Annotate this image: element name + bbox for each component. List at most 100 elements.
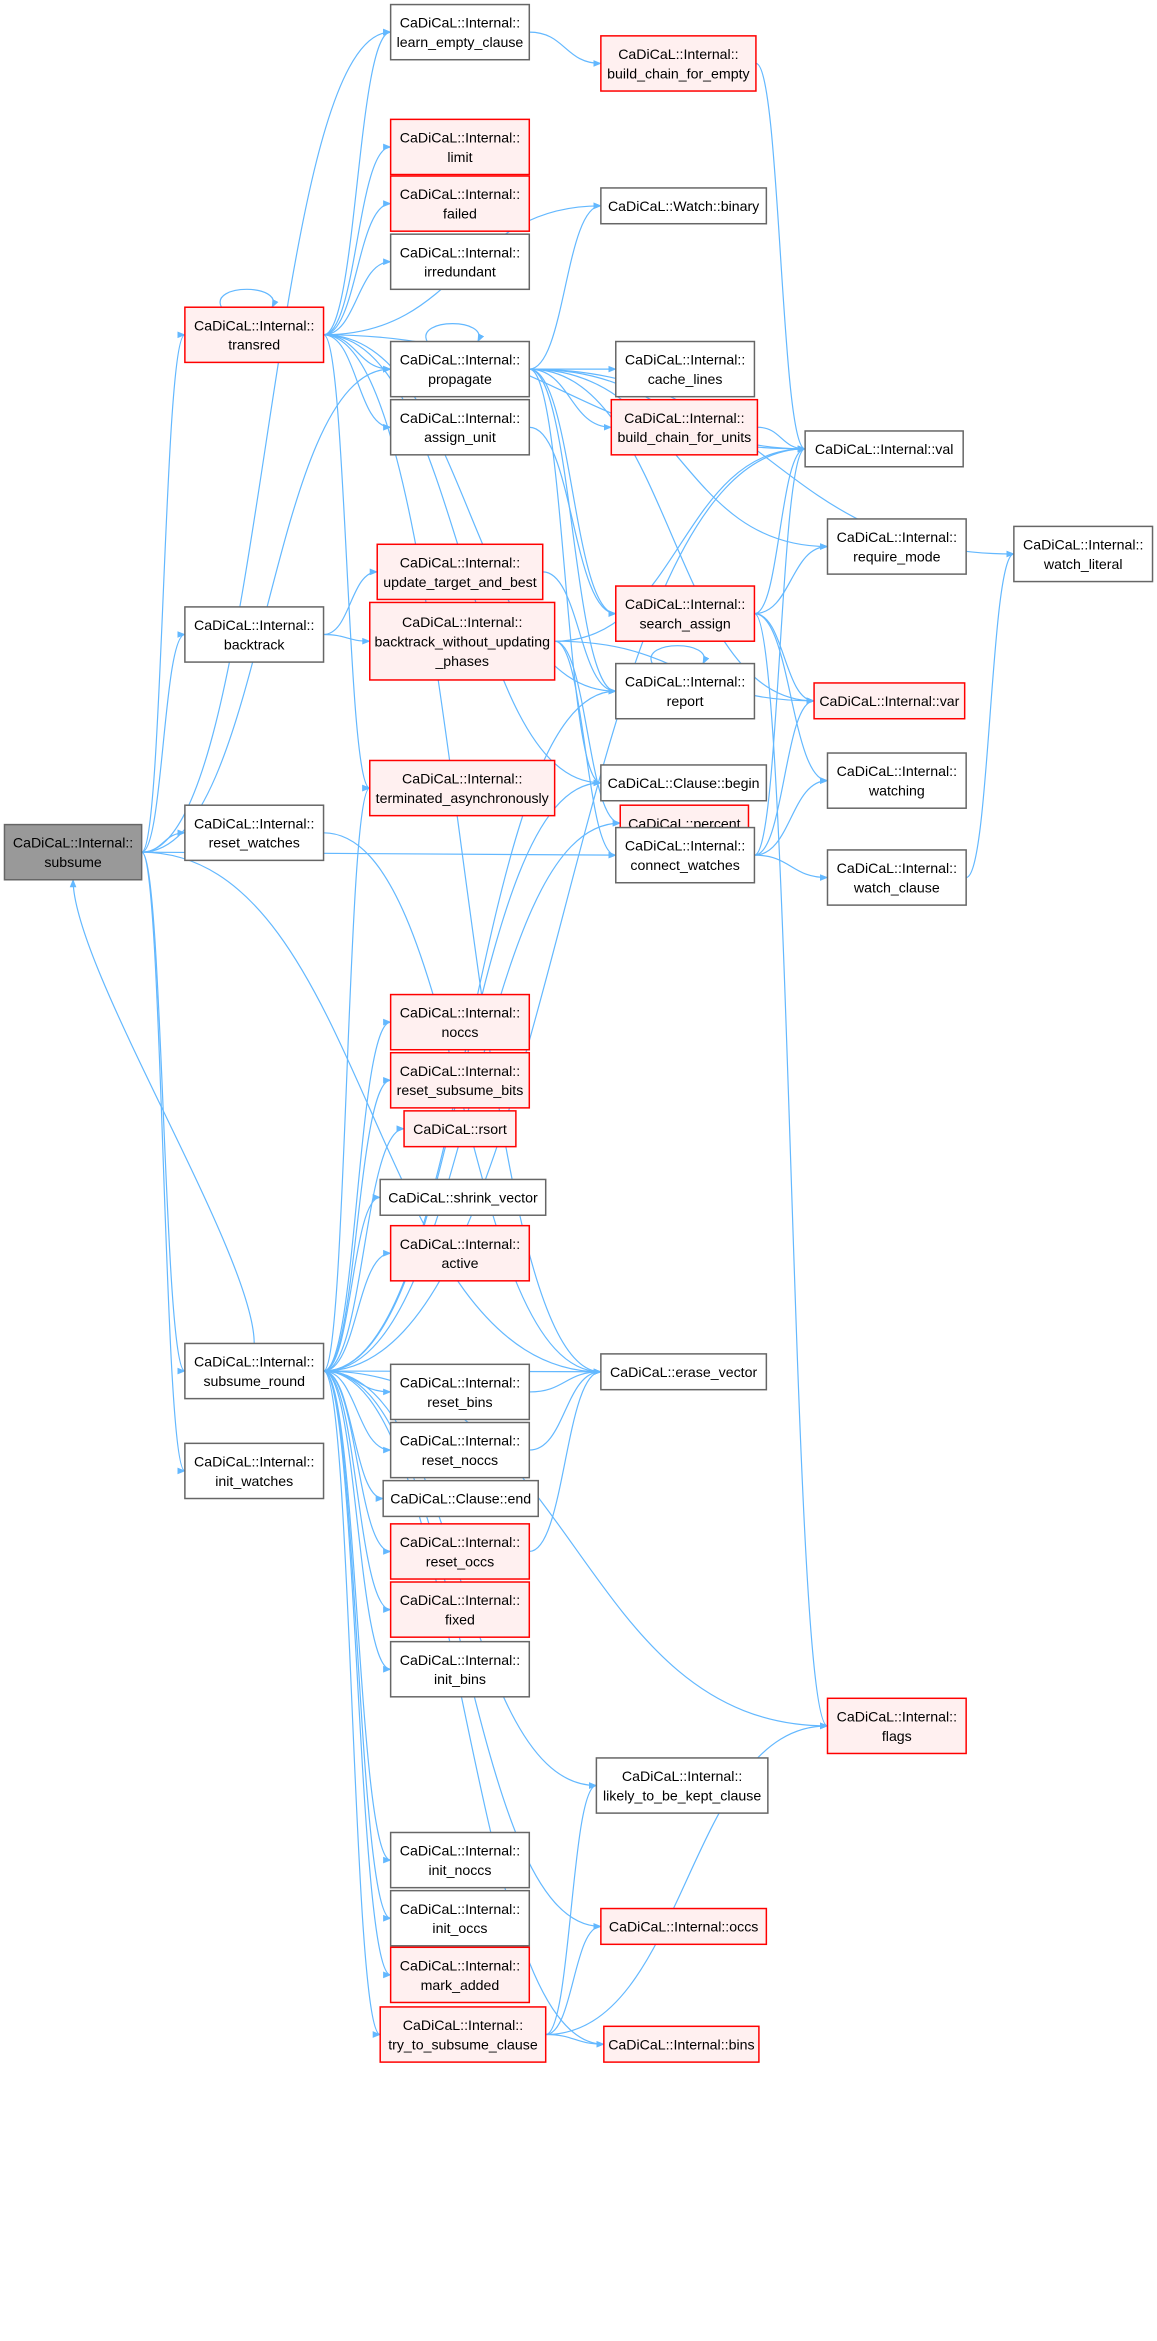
edge-transred-to-erase_vector: [323, 334, 602, 1376]
node-terminated-asynchronously[interactable]: CaDiCaL::Internal::terminated_asynchrono…: [369, 759, 556, 817]
node-label: cache_lines: [648, 372, 723, 388]
node-learn-empty-clause[interactable]: CaDiCaL::Internal::learn_empty_clause: [389, 3, 531, 61]
node-likely-to-be-kept-clause[interactable]: CaDiCaL::Internal::likely_to_be_kept_cla…: [595, 1757, 769, 1814]
node-label: CaDiCaL::Internal::: [400, 130, 520, 146]
node-box: [615, 662, 756, 720]
node-bins[interactable]: CaDiCaL::Internal::bins: [603, 2025, 760, 2063]
edge-connect_watches-to-var: [754, 697, 815, 856]
node-subsume-round[interactable]: CaDiCaL::Internal::subsume_round: [184, 1342, 325, 1400]
node-search-assign[interactable]: CaDiCaL::Internal::search_assign: [615, 585, 756, 642]
edge-subsume_round-to-reset_subsume_bits: [323, 1077, 392, 1372]
node-try-to-subsume-clause[interactable]: CaDiCaL::Internal::try_to_subsume_clause: [379, 2006, 547, 2063]
node-reset-occs[interactable]: CaDiCaL::Internal::reset_occs: [389, 1523, 531, 1580]
node-clause-end[interactable]: CaDiCaL::Clause::end: [382, 1479, 539, 1518]
node-reset-watches[interactable]: CaDiCaL::Internal::reset_watches: [184, 804, 325, 862]
edge-reset_occs-to-erase_vector: [529, 1368, 602, 1553]
node-reset-bins[interactable]: CaDiCaL::Internal::reset_bins: [389, 1363, 531, 1421]
node-report[interactable]: CaDiCaL::Internal::report: [615, 662, 756, 720]
node-label: CaDiCaL::Clause::end: [390, 1492, 531, 1508]
edge-subsume_round-to-try_to_subsume_clause: [323, 1370, 382, 2038]
node-assign-unit[interactable]: CaDiCaL::Internal::assign_unit: [389, 398, 531, 456]
node-require-mode[interactable]: CaDiCaL::Internal::require_mode: [826, 518, 967, 575]
node-failed[interactable]: CaDiCaL::Internal::failed: [389, 175, 531, 232]
edge-propagate-to-report: [529, 368, 617, 695]
node-watch-clause[interactable]: CaDiCaL::Internal::watch_clause: [826, 849, 967, 906]
edge-propagate-to-propagate: [425, 323, 485, 343]
node-limit[interactable]: CaDiCaL::Internal::limit: [389, 118, 531, 176]
node-noccs[interactable]: CaDiCaL::Internal::noccs: [389, 993, 531, 1051]
node-label: CaDiCaL::Internal::: [400, 245, 520, 261]
edge-subsume-to-erase_vector: [141, 851, 602, 1376]
node-label: CaDiCaL::Internal::: [400, 1902, 520, 1918]
node-box: [403, 1110, 517, 1148]
edge-subsume_round-to-terminated_asynchronously: [323, 784, 371, 1372]
node-box: [389, 1581, 531, 1638]
node-var[interactable]: CaDiCaL::Internal::var: [813, 682, 966, 720]
node-fixed[interactable]: CaDiCaL::Internal::fixed: [389, 1581, 531, 1638]
node-connect-watches[interactable]: CaDiCaL::Internal::connect_watches: [615, 826, 756, 884]
node-mark-added[interactable]: CaDiCaL::Internal::mark_added: [389, 1946, 531, 2004]
node-label: subsume: [44, 855, 102, 871]
node-update-target-and-best[interactable]: CaDiCaL::Internal::update_target_and_bes…: [376, 543, 544, 601]
edge-transred-to-report: [323, 334, 617, 695]
node-reset-subsume-bits[interactable]: CaDiCaL::Internal::reset_subsume_bits: [389, 1051, 531, 1109]
edge-transred-to-failed: [323, 200, 392, 336]
edge-backtrack-to-update_target_and_best: [323, 568, 379, 636]
node-init-noccs[interactable]: CaDiCaL::Internal::init_noccs: [389, 1831, 531, 1889]
edge-subsume_round-to-subsume: [69, 878, 255, 1344]
node-active[interactable]: CaDiCaL::Internal::active: [389, 1224, 531, 1282]
node-label: build_chain_for_units: [617, 430, 751, 446]
node-label: init_noccs: [428, 1863, 491, 1879]
edge-reset_bins-to-erase_vector: [529, 1368, 602, 1393]
node-watch-binary[interactable]: CaDiCaL::Watch::binary: [600, 187, 768, 225]
edge-transred-to-propagate: [323, 334, 392, 373]
node-label: backtrack: [224, 637, 286, 653]
node-watch-literal[interactable]: CaDiCaL::Internal::watch_literal: [1013, 525, 1154, 583]
node-label: backtrack_without_updating: [374, 634, 550, 650]
edge-subsume-to-init_watches: [141, 851, 186, 1475]
node-watching[interactable]: CaDiCaL::Internal::watching: [826, 752, 967, 809]
edge-propagate-to-search_assign: [529, 368, 617, 617]
node-flags[interactable]: CaDiCaL::Internal::flags: [826, 1697, 967, 1755]
node-label: CaDiCaL::Internal::: [194, 1355, 314, 1371]
edge-subsume_round-to-reset_occs: [323, 1370, 392, 1555]
edge-subsume-to-learn_empty_clause: [141, 28, 392, 853]
node-build-chain-for-empty[interactable]: CaDiCaL::Internal::build_chain_for_empty: [600, 35, 757, 92]
node-label: CaDiCaL::Internal::: [194, 816, 314, 832]
node-backtrack-without-updating-phases[interactable]: CaDiCaL::Internal::backtrack_without_upd…: [369, 601, 556, 681]
edge-transred-to-learn_empty_clause: [323, 28, 392, 336]
edges: [69, 28, 1015, 2048]
node-erase-vector[interactable]: CaDiCaL::erase_vector: [600, 1353, 768, 1391]
node-label: CaDiCaL::Internal::: [625, 675, 745, 691]
node-label: irredundant: [424, 265, 496, 281]
node-build-chain-for-units[interactable]: CaDiCaL::Internal::build_chain_for_units: [610, 398, 759, 456]
edge-build_chain_for_empty-to-val: [755, 62, 806, 453]
node-cache-lines[interactable]: CaDiCaL::Internal::cache_lines: [615, 340, 756, 398]
node-box: [389, 233, 531, 291]
node-box: [615, 826, 756, 884]
node-shrink-vector[interactable]: CaDiCaL::shrink_vector: [379, 1178, 547, 1216]
node-init-watches[interactable]: CaDiCaL::Internal::init_watches: [184, 1442, 325, 1500]
node-reset-noccs[interactable]: CaDiCaL::Internal::reset_noccs: [389, 1421, 531, 1479]
node-label: assign_unit: [424, 430, 496, 446]
node-occs[interactable]: CaDiCaL::Internal::occs: [600, 1907, 768, 1946]
node-init-occs[interactable]: CaDiCaL::Internal::init_occs: [389, 1889, 531, 1947]
node-transred[interactable]: CaDiCaL::Internal::transred: [184, 306, 325, 364]
node-propagate[interactable]: CaDiCaL::Internal::propagate: [389, 340, 531, 398]
node-backtrack[interactable]: CaDiCaL::Internal::backtrack: [184, 606, 325, 663]
nodes: CaDiCaL::Internal::subsumeCaDiCaL::Inter…: [3, 3, 1154, 2063]
node-clause-begin[interactable]: CaDiCaL::Clause::begin: [600, 764, 768, 802]
node-box: [600, 1353, 768, 1391]
node-init-bins[interactable]: CaDiCaL::Internal::init_bins: [389, 1640, 531, 1698]
node-box: [600, 764, 768, 802]
node-rsort[interactable]: CaDiCaL::rsort: [403, 1110, 517, 1148]
node-label: CaDiCaL::Internal::: [400, 1844, 520, 1860]
node-val[interactable]: CaDiCaL::Internal::val: [804, 430, 964, 468]
node-label: CaDiCaL::Internal::bins: [608, 2037, 754, 2053]
node-label: CaDiCaL::Internal::: [1023, 538, 1143, 554]
node-box: [826, 518, 967, 575]
node-subsume[interactable]: CaDiCaL::Internal::subsume: [3, 823, 143, 881]
edge-subsume_round-to-active: [323, 1249, 392, 1372]
node-irredundant[interactable]: CaDiCaL::Internal::irredundant: [389, 233, 531, 291]
node-label: CaDiCaL::Internal::: [400, 187, 520, 203]
